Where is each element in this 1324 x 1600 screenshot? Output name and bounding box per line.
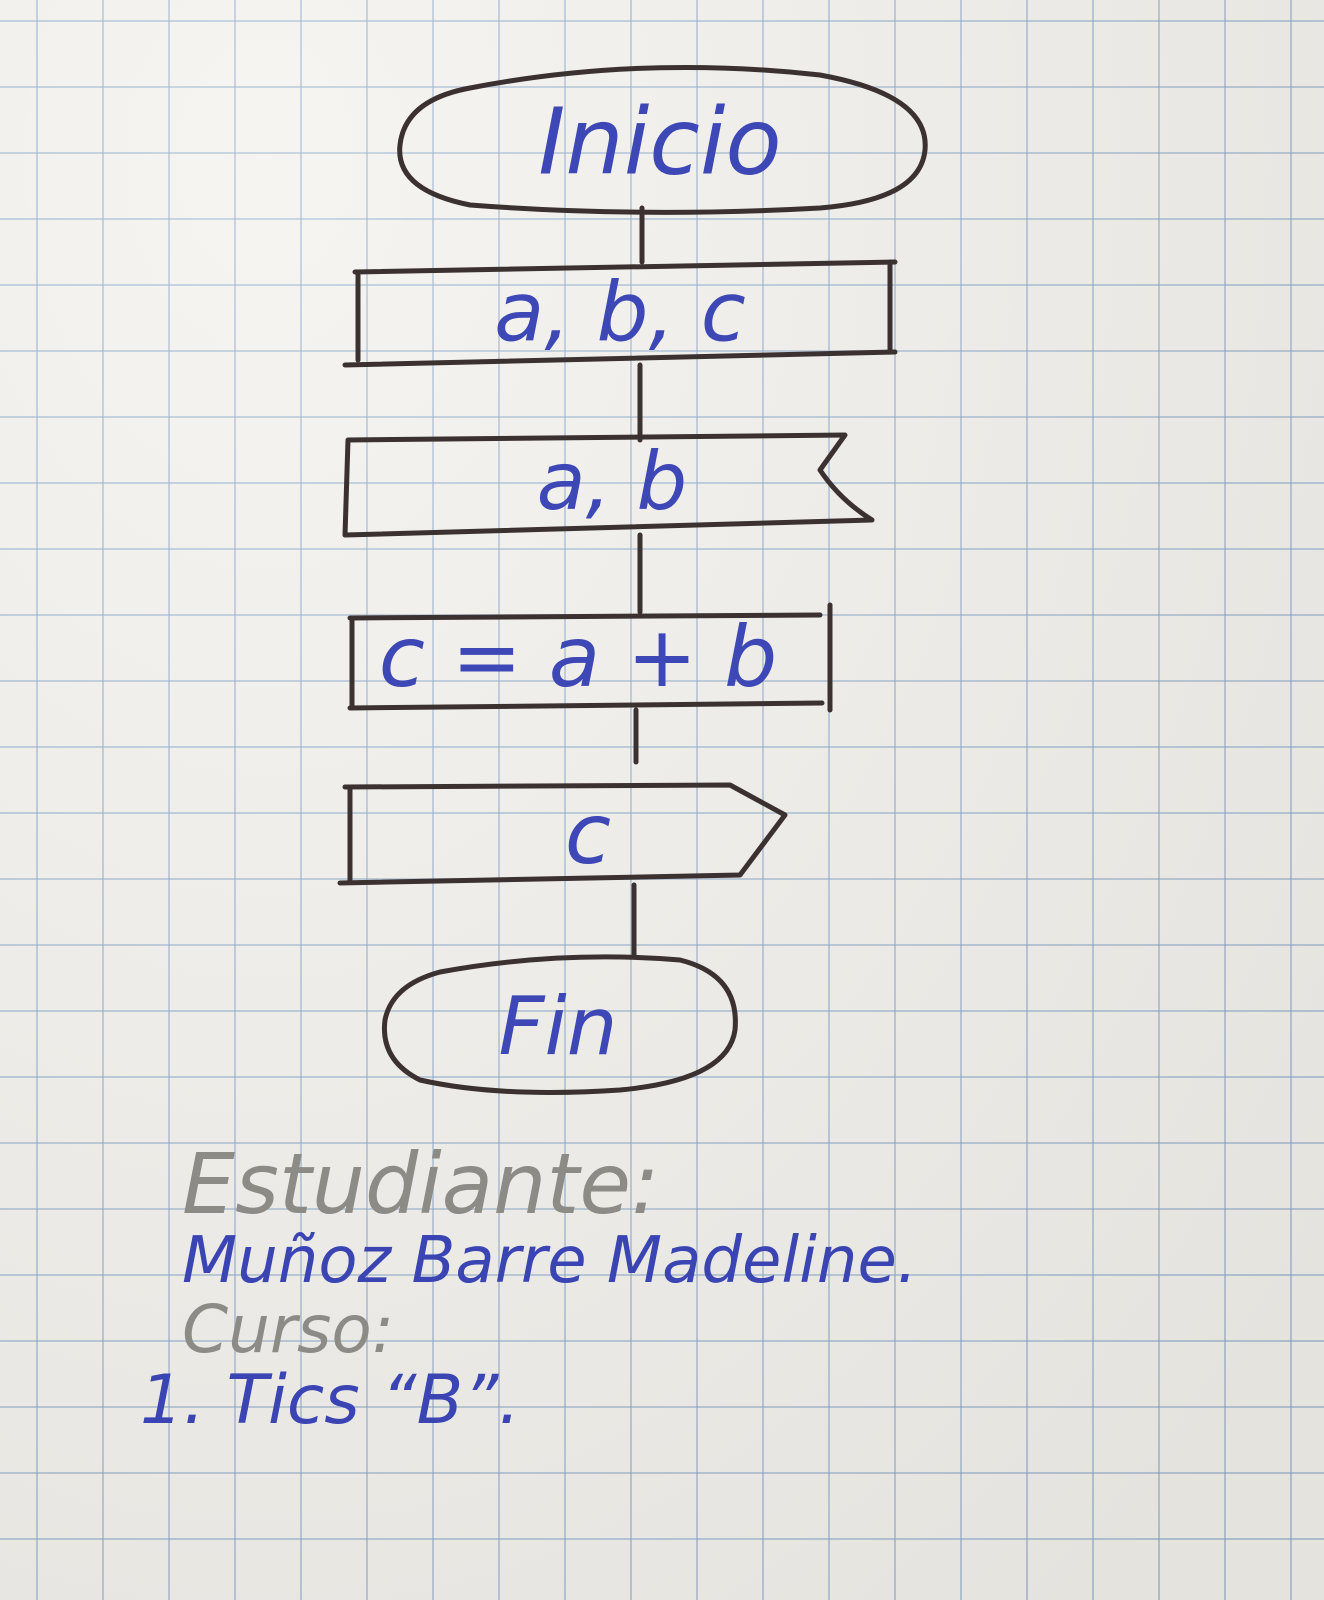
end-label: Fin: [499, 980, 618, 1073]
start-label: Inicio: [538, 88, 781, 195]
input-label: a, b, c: [494, 265, 746, 360]
output-label: c: [565, 785, 611, 883]
student-label: Estudiante:: [182, 1135, 660, 1233]
flowchart: Inicio a, b, c a, b c = a + b c Fin: [337, 64, 928, 1095]
end-terminal-shape: [381, 954, 738, 1095]
read-label: a, b: [537, 435, 688, 528]
process-box: c = a + b: [347, 602, 833, 713]
student-name: Muñoz Barre Madeline.: [182, 1224, 918, 1299]
start-terminal: Inicio: [397, 64, 928, 215]
course-value: 1. Tics “B”.: [140, 1360, 521, 1440]
student-notes: Estudiante: Muñoz Barre Madeline. Curso:…: [140, 1140, 1140, 1436]
course-label: Curso:: [182, 1291, 395, 1369]
input-box: a, b, c: [342, 259, 898, 368]
output-box: c: [337, 782, 788, 886]
start-terminal-shape: [397, 64, 928, 215]
read-box: a, b: [342, 432, 875, 538]
read-shape: [342, 432, 875, 538]
process-label: c = a + b: [379, 608, 778, 706]
end-terminal: Fin: [381, 954, 738, 1095]
output-shape: [337, 782, 788, 886]
